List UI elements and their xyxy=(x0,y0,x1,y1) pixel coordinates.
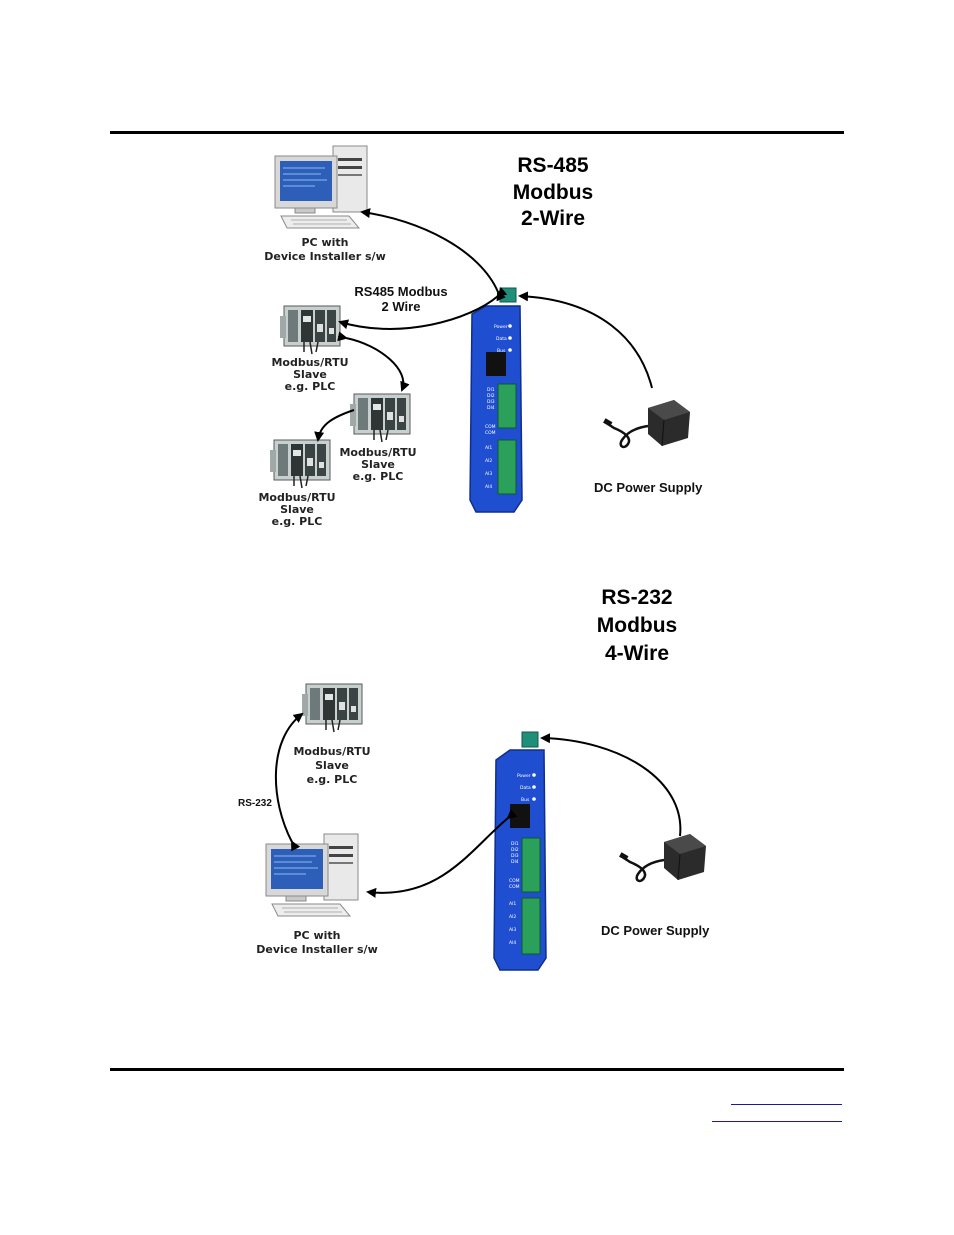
diagram1-title: RS-485 Modbus 2-Wire xyxy=(513,154,593,230)
power-supply-icon xyxy=(617,832,708,883)
terminal-block-bottom xyxy=(521,897,541,955)
plc-icon xyxy=(301,683,363,733)
svg-text:Power: Power xyxy=(494,324,508,330)
svg-text:Data: Data xyxy=(496,336,507,342)
slave-label: Modbus/RTU Slave e.g. PLC xyxy=(293,745,370,786)
svg-text:Slave: Slave xyxy=(315,759,349,772)
rs485-link-label: RS485 Modbus 2 Wire xyxy=(354,284,447,314)
svg-text:DI3: DI3 xyxy=(511,853,519,859)
power-supply-label: DC Power Supply xyxy=(601,923,710,938)
connector-icon xyxy=(499,287,517,303)
svg-text:Bus: Bus xyxy=(497,348,506,354)
svg-text:Modbus/RTU: Modbus/RTU xyxy=(293,745,370,758)
svg-text:2 Wire: 2 Wire xyxy=(382,299,421,314)
top-rule xyxy=(110,131,844,134)
diagram1-arrows xyxy=(314,208,653,442)
gateway-device: Power Data Bus DI1 DI2 DI3 DI4 COM COM A… xyxy=(469,287,523,513)
svg-text:DI1: DI1 xyxy=(511,841,519,847)
pc-icon xyxy=(265,833,359,917)
svg-text:PC with: PC with xyxy=(294,929,341,942)
svg-text:2-Wire: 2-Wire xyxy=(521,207,585,230)
svg-text:Modbus/RTU: Modbus/RTU xyxy=(339,446,416,459)
svg-text:4-Wire: 4-Wire xyxy=(605,642,669,665)
svg-text:e.g. PLC: e.g. PLC xyxy=(307,773,358,786)
svg-text:Bus: Bus xyxy=(521,797,530,803)
footer-link-2[interactable] xyxy=(712,1121,842,1122)
port-icon xyxy=(486,352,506,376)
port-icon xyxy=(510,804,530,828)
terminal-block-top xyxy=(521,837,541,893)
power-supply-icon xyxy=(601,398,692,449)
svg-text:AI4: AI4 xyxy=(485,484,492,490)
svg-text:Device Installer s/w: Device Installer s/w xyxy=(264,250,385,263)
svg-text:COM: COM xyxy=(509,878,520,884)
svg-text:e.g. PLC: e.g. PLC xyxy=(353,470,404,483)
svg-text:Modbus/RTU: Modbus/RTU xyxy=(271,356,348,369)
svg-text:AI3: AI3 xyxy=(509,927,516,933)
plc-icon xyxy=(279,305,341,355)
svg-text:RS485 Modbus: RS485 Modbus xyxy=(354,284,447,299)
plc-icon xyxy=(349,393,411,443)
svg-text:AI1: AI1 xyxy=(485,445,492,451)
svg-text:DI4: DI4 xyxy=(487,405,495,411)
diagram2-title: RS-232 Modbus 4-Wire xyxy=(597,586,677,665)
bottom-rule xyxy=(110,1068,844,1071)
svg-text:Slave: Slave xyxy=(361,458,395,471)
svg-text:COM: COM xyxy=(485,424,496,430)
svg-text:Slave: Slave xyxy=(293,368,327,381)
svg-text:DI3: DI3 xyxy=(487,399,495,405)
svg-text:COM: COM xyxy=(485,430,496,436)
pc-label: PC with Device Installer s/w xyxy=(256,929,377,956)
svg-text:Modbus: Modbus xyxy=(513,181,593,204)
terminal-block-bottom xyxy=(497,439,517,495)
svg-text:DI2: DI2 xyxy=(511,847,519,853)
svg-text:RS-485: RS-485 xyxy=(517,154,589,177)
svg-text:AI2: AI2 xyxy=(509,914,516,920)
svg-text:e.g. PLC: e.g. PLC xyxy=(285,380,336,393)
svg-text:Power: Power xyxy=(517,773,531,779)
svg-text:AI1: AI1 xyxy=(509,901,516,907)
svg-text:DI2: DI2 xyxy=(487,393,495,399)
svg-text:PC with: PC with xyxy=(302,236,349,249)
svg-text:DI1: DI1 xyxy=(487,387,495,393)
connector-icon xyxy=(521,731,539,748)
diagram2-arrows xyxy=(274,712,682,898)
svg-text:COM: COM xyxy=(509,884,520,890)
svg-text:Data: Data xyxy=(520,785,531,791)
power-supply-label: DC Power Supply xyxy=(594,480,703,495)
gateway-device: Power Data Bus DI1 DI2 DI3 DI4 COM COM A… xyxy=(493,731,547,971)
svg-text:RS-232: RS-232 xyxy=(601,586,672,609)
svg-text:Modbus: Modbus xyxy=(597,614,677,637)
svg-text:AI2: AI2 xyxy=(485,458,492,464)
svg-text:AI4: AI4 xyxy=(509,940,516,946)
svg-text:Slave: Slave xyxy=(280,503,314,516)
plc-icon xyxy=(269,439,331,489)
rs232-link-label: RS-232 xyxy=(238,798,272,809)
pc-label: PC with Device Installer s/w xyxy=(264,236,385,263)
slave1-label: Modbus/RTU Slave e.g. PLC xyxy=(271,356,348,393)
pc-icon xyxy=(274,145,368,229)
svg-text:e.g. PLC: e.g. PLC xyxy=(272,515,323,528)
svg-text:DI4: DI4 xyxy=(511,859,519,865)
svg-text:AI3: AI3 xyxy=(485,471,492,477)
svg-text:Device Installer s/w: Device Installer s/w xyxy=(256,943,377,956)
terminal-block-top xyxy=(497,383,517,429)
svg-text:Modbus/RTU: Modbus/RTU xyxy=(258,491,335,504)
slave3-label: Modbus/RTU Slave e.g. PLC xyxy=(258,491,335,528)
slave2-label: Modbus/RTU Slave e.g. PLC xyxy=(339,446,416,483)
footer-link-1[interactable] xyxy=(731,1104,842,1105)
